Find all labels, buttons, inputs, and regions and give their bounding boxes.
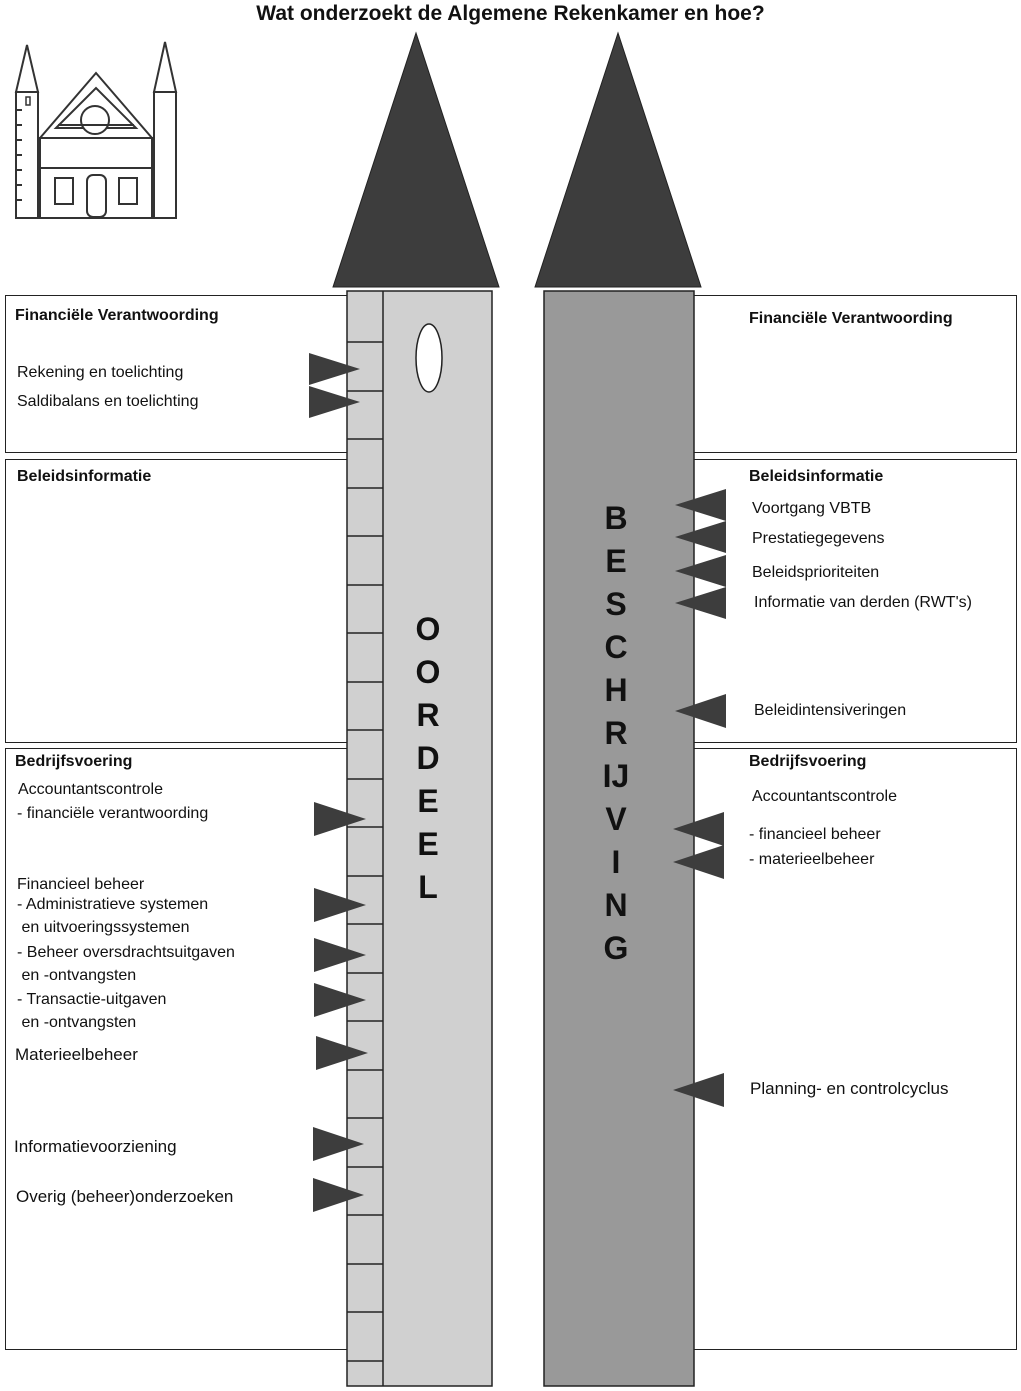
arrow-administratieve-systemen (314, 888, 366, 922)
oordeel-letter: D (416, 740, 440, 776)
right-heading-beleidsinformatie: Beleidsinformatie (749, 468, 884, 485)
arrow-materieelbeheer-right (673, 845, 724, 879)
oordeel-letter: L (418, 869, 438, 905)
left-item-oversdrachtsuitgaven: - Beheer oversdrachtsuitgaven (17, 944, 235, 961)
left-item-overig: Overig (beheer)onderzoeken (16, 1187, 234, 1206)
left-item-administratieve-systemen: - Administratieve systemen (17, 896, 209, 913)
left-item-ontvangsten-1: en -ontvangsten (17, 967, 137, 984)
beschrijving-letter: V (605, 801, 627, 837)
right-section-beleidsinformatie (693, 459, 1017, 743)
right-item-materieelbeheer: - materieelbeheer (749, 851, 875, 868)
arrow-prestatiegegevens (675, 521, 726, 553)
right-item-voortgang-vbtb: Voortgang VBTB (752, 500, 872, 517)
left-section-beleidsinformatie (5, 459, 348, 743)
beschrijving-letter: E (605, 543, 627, 579)
arrow-informatie-derden (675, 587, 726, 619)
beschrijving-letter: H (604, 672, 628, 708)
oordeel-letter: E (417, 826, 439, 862)
left-item-informatievoorziening: Informatievoorziening (14, 1137, 177, 1156)
right-item-financieel-beheer: - financieel beheer (749, 826, 881, 843)
arrow-transactie-uitgaven (314, 983, 366, 1017)
left-item-financieel-beheer: Financieel beheer (17, 876, 145, 893)
beschrijving-letter: IJ (602, 758, 630, 794)
arrow-beleidintensiveringen (675, 694, 726, 728)
arrow-saldibalans (309, 386, 360, 418)
beschrijving-letter: B (604, 500, 628, 536)
right-item-beleidsprioriteiten: Beleidsprioriteiten (752, 564, 880, 581)
left-item-materieelbeheer: Materieelbeheer (15, 1045, 138, 1064)
right-heading-bedrijfsvoering: Bedrijfsvoering (749, 753, 867, 770)
arrow-oversdrachtsuitgaven (314, 938, 366, 972)
oordeel-letter: R (416, 697, 440, 733)
oordeel-letter: O (415, 654, 441, 690)
oordeel-letter: O (415, 611, 441, 647)
beschrijving-letter: I (611, 844, 621, 880)
right-item-planning-control: Planning- en controlcyclus (750, 1079, 949, 1098)
right-section-financiele-verantwoording (693, 295, 1017, 453)
left-item-ontvangsten-2: en -ontvangsten (17, 1014, 137, 1031)
tower-window (415, 323, 443, 393)
arrow-financieel-beheer (673, 812, 724, 846)
arrow-informatievoorziening (313, 1127, 364, 1161)
arrow-materieelbeheer (316, 1036, 368, 1070)
left-item-accountantscontrole: Accountantscontrole (18, 781, 163, 798)
diagram-title: Wat onderzoekt de Algemene Rekenkamer en… (256, 2, 765, 25)
arrow-planning-control (673, 1073, 724, 1107)
beschrijving-letter: C (604, 629, 628, 665)
left-item-rekening: Rekening en toelichting (17, 364, 184, 381)
left-tower-roof (332, 31, 500, 288)
arrow-beleidsprioriteiten (675, 555, 726, 587)
left-heading-financiele-verantwoording: Financiële Verantwoording (15, 307, 219, 324)
arrow-voortgang-vbtb (675, 489, 726, 521)
right-item-accountantscontrole: Accountantscontrole (752, 788, 897, 805)
left-heading-beleidsinformatie: Beleidsinformatie (17, 468, 152, 485)
right-heading-financiele-verantwoording: Financiële Verantwoording (749, 310, 953, 327)
beschrijving-letter: G (603, 930, 629, 966)
left-item-uitvoeringssystemen: en uitvoeringssystemen (17, 919, 190, 936)
left-item-saldibalans: Saldibalans en toelichting (17, 393, 199, 410)
arrow-overig (313, 1178, 364, 1212)
building-logo-icon (14, 41, 178, 219)
right-tower-body (543, 290, 695, 1387)
left-tower-body (346, 290, 493, 1387)
right-tower (534, 31, 702, 1387)
arrow-rekening (309, 353, 360, 385)
left-item-transactie-uitgaven: - Transactie-uitgaven (17, 991, 167, 1008)
left-item-financiele-verantwoording: - financiële verantwoording (17, 805, 209, 822)
oordeel-letter: E (417, 783, 439, 819)
right-item-prestatiegegevens: Prestatiegegevens (752, 530, 885, 547)
beschrijving-letter: R (604, 715, 628, 751)
beschrijving-letter: S (605, 586, 627, 622)
right-item-beleidintensiveringen: Beleidintensiveringen (754, 702, 907, 719)
beschrijving-letter: N (604, 887, 628, 923)
arrow-financiele-verantwoording (314, 802, 366, 836)
left-tower (332, 31, 500, 1387)
right-item-informatie-derden: Informatie van derden (RWT's) (754, 594, 972, 611)
left-heading-bedrijfsvoering: Bedrijfsvoering (15, 753, 133, 770)
right-tower-roof (534, 31, 702, 288)
right-section-bedrijfsvoering (693, 748, 1017, 1350)
